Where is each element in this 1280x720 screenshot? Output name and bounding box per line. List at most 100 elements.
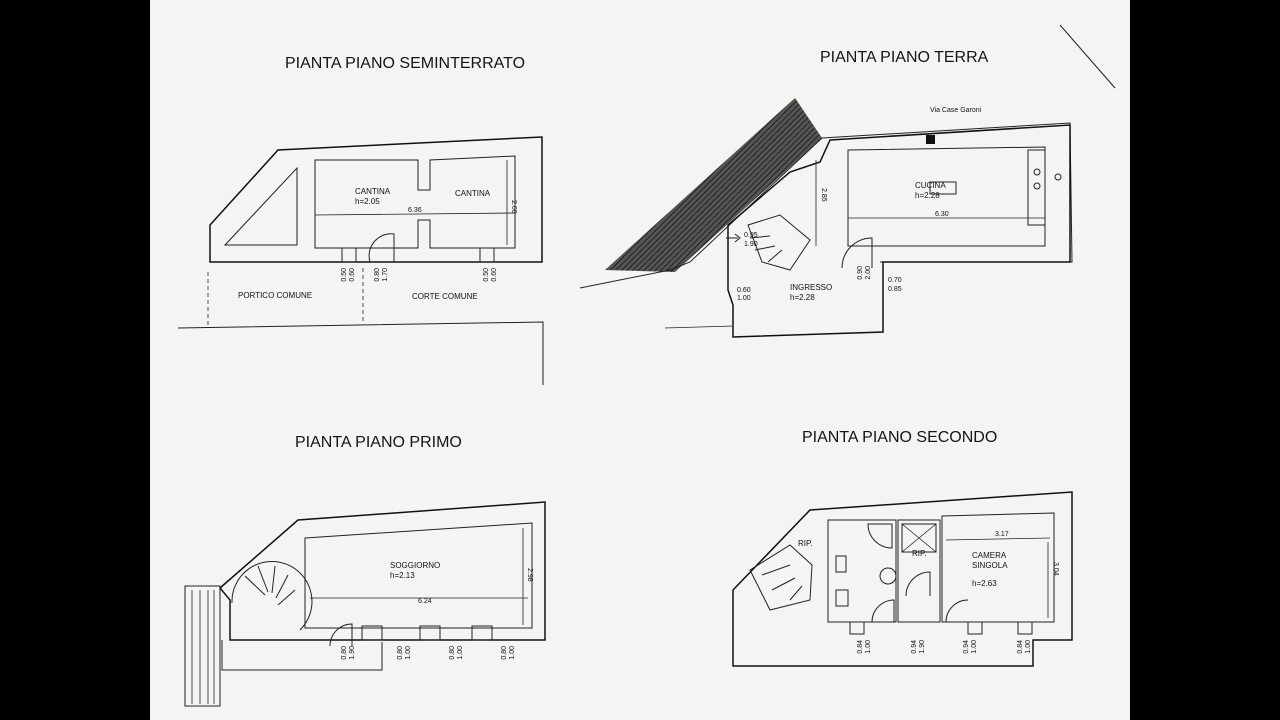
cantina-2-label: CANTINA	[455, 189, 491, 198]
chimney-flue	[926, 135, 935, 144]
w1-w: 0.84	[857, 640, 864, 654]
door-swing	[841, 237, 873, 269]
floor-plans-drawing: PIANTA PIANO SEMINTERRATO CANTINA h=2.05…	[177, 24, 1116, 707]
toilet	[879, 567, 897, 585]
stove-burner-icon	[1033, 168, 1041, 176]
stair-treads	[761, 564, 803, 601]
window-3	[967, 621, 983, 635]
w3-h: 1.00	[971, 640, 978, 654]
length-dimension: 6.36	[408, 207, 422, 214]
site-boundary	[177, 321, 544, 385]
corte-label: CORTE COMUNE	[412, 292, 478, 301]
window-1	[361, 625, 383, 641]
spiral-stair	[747, 214, 811, 271]
w4-w: 0.84	[1017, 640, 1024, 654]
cupboard	[901, 523, 937, 553]
door-w: 0.90	[857, 266, 864, 280]
cucina-height: h=2.28	[915, 191, 940, 200]
camera-length: 3.17	[995, 531, 1009, 538]
camera-room	[941, 512, 1055, 623]
camera-height: h=2.63	[972, 579, 997, 588]
ground-line	[664, 325, 734, 329]
rip-room	[897, 519, 941, 623]
bidet	[835, 555, 847, 573]
outer-wall	[732, 491, 1073, 667]
camera-depth: 3.04	[1052, 562, 1059, 576]
door-w: 0.80	[374, 268, 381, 282]
cantina-1-label: CANTINA	[355, 187, 391, 196]
cupboard-cross	[901, 523, 937, 553]
ingresso-label: INGRESSO	[790, 283, 832, 292]
cantina-1-height: h=2.05	[355, 197, 380, 206]
spiral-stair	[231, 561, 313, 631]
cucina-length: 6.30	[935, 211, 949, 218]
plan-secondo: PIANTA PIANO SECONDO RIP. RIP. CAMERA SI…	[732, 429, 1073, 667]
bath-door-swing	[871, 599, 895, 623]
w1-h: 1.00	[865, 640, 872, 654]
spiral-stair	[749, 544, 813, 611]
window-2	[419, 625, 441, 641]
win2-h: 0.60	[491, 268, 498, 282]
plan-seminterrato: PIANTA PIANO SEMINTERRATO CANTINA h=2.05…	[177, 55, 544, 385]
window2-h: 1.00	[737, 295, 751, 302]
shower-tray	[867, 523, 893, 549]
wall-fixture-icon	[1054, 173, 1062, 181]
w4-h: 1.00	[509, 646, 516, 660]
door-swing	[368, 233, 395, 263]
camera-door-swing	[945, 599, 969, 623]
dining-table	[929, 181, 957, 195]
win2-w: 0.50	[483, 268, 490, 282]
rip-1-label: RIP.	[798, 539, 813, 548]
w4-h: 1.00	[1025, 640, 1032, 654]
w1-w: 0.80	[341, 646, 348, 660]
rip-door-swing	[905, 571, 931, 597]
length-dimension-line	[314, 212, 516, 216]
title-seminterrato: PIANTA PIANO SEMINTERRATO	[285, 55, 525, 72]
w2-h: 1.90	[919, 640, 926, 654]
stair-width: 0.95	[744, 232, 758, 239]
cucina-depth: 2.85	[820, 188, 827, 202]
title-terra: PIANTA PIANO TERRA	[820, 49, 989, 66]
w1-h: 1.90	[349, 646, 356, 660]
terrace-outline	[221, 640, 383, 671]
w2-w: 0.80	[397, 646, 404, 660]
w3-h: 1.00	[457, 646, 464, 660]
cucina-label: CUCINA	[915, 181, 946, 190]
depth-dimension: 2.60	[510, 200, 517, 214]
window-1	[341, 247, 357, 263]
external-stair-lines	[191, 590, 215, 704]
floor-plan-sheet: PIANTA PIANO SEMINTERRATO CANTINA h=2.05…	[150, 0, 1130, 720]
kitchen-counter	[1027, 149, 1046, 226]
w3-w: 0.94	[963, 640, 970, 654]
outer-wall	[218, 501, 546, 641]
w3-w: 0.80	[449, 646, 456, 660]
title-primo: PIANTA PIANO PRIMO	[295, 434, 462, 451]
soggiorno-depth: 2.98	[526, 568, 533, 582]
stair-treads	[244, 565, 296, 606]
soggiorno-label: SOGGIORNO	[390, 561, 440, 570]
window-w: 0.70	[888, 277, 902, 284]
washbasin	[835, 589, 849, 607]
window-h: 0.85	[888, 286, 902, 293]
w2-w: 0.94	[911, 640, 918, 654]
door-h: 1.70	[382, 268, 389, 282]
door-swing	[329, 623, 353, 647]
street-label: Via Case Garoni	[930, 107, 982, 114]
title-secondo: PIANTA PIANO SECONDO	[802, 429, 997, 446]
win1-h: 0.60	[349, 268, 356, 282]
ingresso-height: h=2.28	[790, 293, 815, 302]
w4-w: 0.80	[501, 646, 508, 660]
window-4	[1017, 621, 1033, 635]
stair-height: 1.90	[744, 241, 758, 248]
window-2	[479, 247, 495, 263]
stove-burner-icon	[1033, 182, 1041, 190]
plan-primo: PIANTA PIANO PRIMO SOGGIORNO h=2.13 6.24…	[184, 434, 546, 707]
window-3	[471, 625, 493, 641]
cantina-rooms	[314, 155, 516, 249]
external-stair	[184, 585, 221, 707]
win1-w: 0.50	[341, 268, 348, 282]
plan-terra: PIANTA PIANO TERRA Via Case Garoni CUCIN…	[579, 24, 1116, 338]
stair-treads	[749, 235, 783, 263]
door-h: 2.00	[865, 266, 872, 280]
entry-arrow-icon	[726, 233, 741, 243]
